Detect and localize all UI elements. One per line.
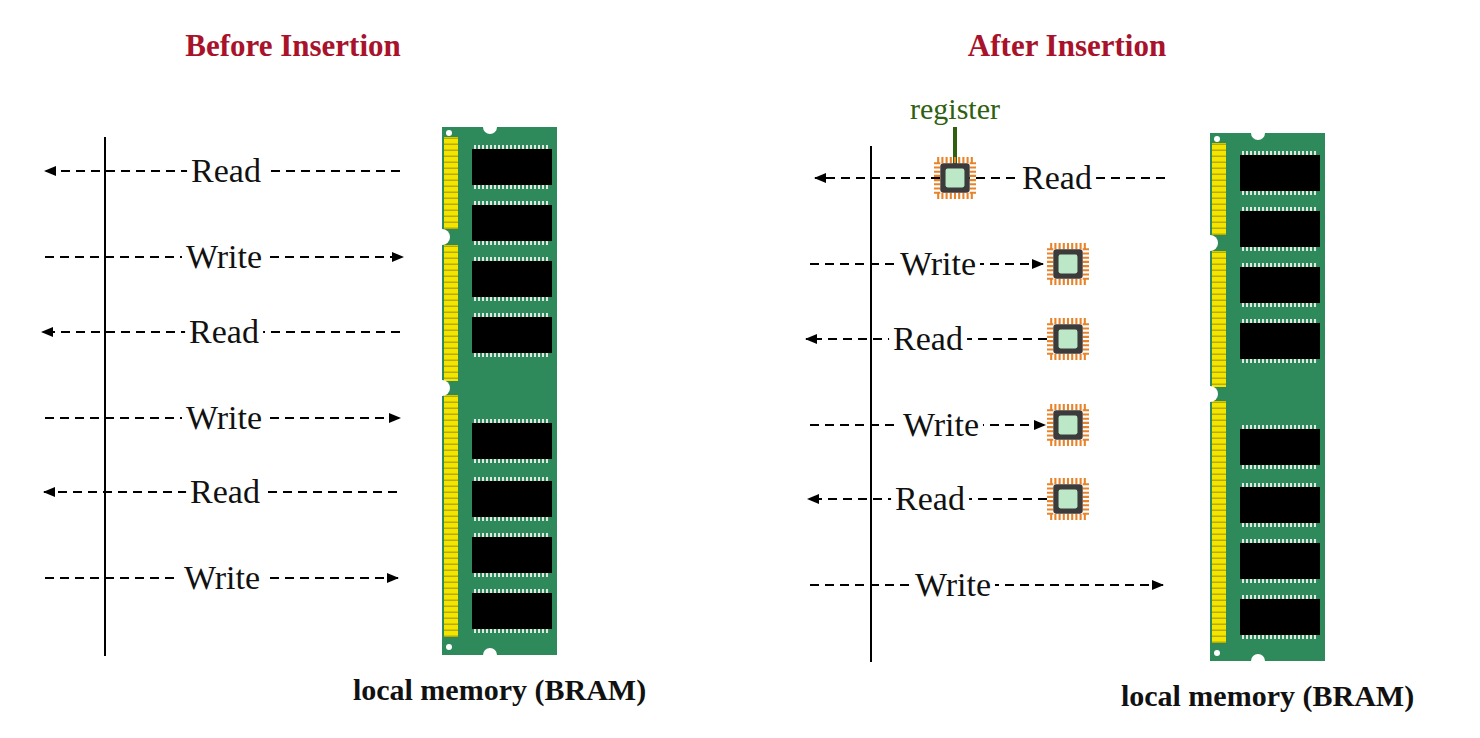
memory-caption: local memory (BRAM) (1121, 679, 1414, 712)
access-label: Write (180, 559, 264, 596)
panel-title: After Insertion (964, 29, 1170, 63)
access-label: Write (911, 566, 995, 603)
access-label: Write (182, 238, 266, 275)
access-label: Write (899, 406, 983, 443)
access-label: Read (185, 313, 263, 350)
access-label: Read (187, 152, 265, 189)
access-label: Read (891, 480, 969, 517)
access-label: Read (889, 320, 967, 357)
panel-title: Before Insertion (181, 29, 405, 63)
access-label: Read (186, 473, 264, 510)
memory-module: local memory (BRAM) (442, 127, 557, 655)
memory-module: local memory (BRAM) (1210, 133, 1325, 661)
callout-label: register (906, 92, 1004, 125)
access-label: Write (182, 399, 266, 436)
memory-caption: local memory (BRAM) (353, 673, 646, 706)
access-label: Read (1018, 159, 1096, 196)
access-label: Write (896, 245, 980, 282)
